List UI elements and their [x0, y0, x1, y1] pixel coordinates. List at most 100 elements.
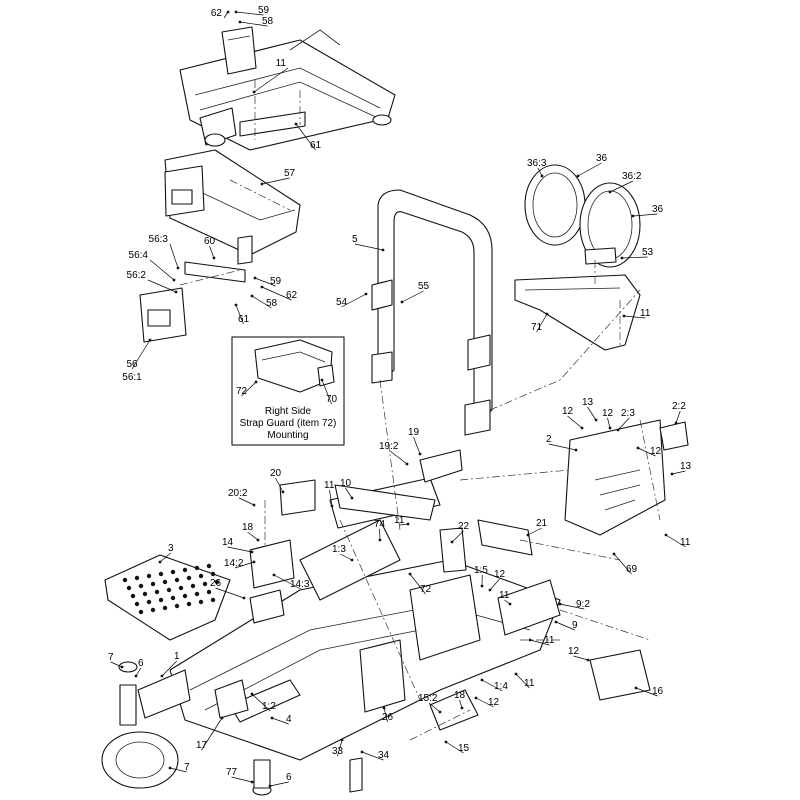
- leader-line: [231, 776, 253, 783]
- leader-tip: [622, 314, 626, 318]
- leader-line: [235, 11, 264, 16]
- leader-tip: [256, 538, 260, 542]
- callout-label: 62: [211, 8, 223, 19]
- leader-line: [675, 410, 681, 424]
- perforation: [122, 577, 128, 583]
- leader-tip: [408, 572, 412, 576]
- leader-line: [475, 697, 494, 708]
- leader-tip: [406, 522, 410, 526]
- leader-tip: [148, 338, 152, 342]
- perforation: [170, 569, 176, 575]
- leader-tip: [340, 738, 344, 742]
- leader-tip: [238, 20, 242, 24]
- callout-label: 15: [458, 743, 470, 754]
- leader-tip: [160, 674, 164, 678]
- callout-label: 7: [108, 652, 114, 663]
- leader-tip: [168, 766, 172, 770]
- callout-label: 11: [544, 635, 555, 646]
- perforation: [166, 587, 172, 593]
- callout-label: 9:2: [576, 599, 590, 610]
- callout-label: 59: [270, 276, 282, 287]
- callout-label: 11: [394, 515, 405, 526]
- callout-label: 14:2: [224, 558, 244, 569]
- callout-label: 15:2: [418, 693, 438, 704]
- callout-label: 72: [420, 584, 432, 595]
- callout-label: 12: [650, 446, 662, 457]
- callout-label: 7: [184, 762, 190, 773]
- callout-label: 21: [536, 518, 548, 529]
- callout-label: 6: [138, 658, 144, 669]
- leader-tip: [220, 716, 224, 720]
- assembly-centerlines: [179, 80, 661, 741]
- leader-line: [110, 661, 123, 668]
- leader-tip: [528, 638, 532, 642]
- inset-caption-line2: Strap Guard (item 72): [239, 418, 337, 429]
- perforation: [138, 583, 144, 589]
- perforation: [134, 601, 140, 607]
- leader-line: [587, 406, 597, 421]
- leader-line: [515, 673, 530, 689]
- callout-label: 14: [222, 537, 234, 548]
- leader-tip: [558, 602, 562, 606]
- perforation: [210, 597, 216, 603]
- callout-label: 56:3: [149, 234, 169, 245]
- leader-line: [613, 553, 632, 575]
- callout-label: 61: [238, 314, 250, 325]
- leader-tip: [212, 256, 216, 260]
- callout-label: 26: [210, 578, 222, 589]
- callout-label: 11: [680, 537, 691, 548]
- perforation: [150, 607, 156, 613]
- leader-line: [555, 621, 575, 631]
- leader-tip: [460, 706, 464, 710]
- leader-tip: [474, 696, 478, 700]
- leader-tip: [664, 533, 668, 537]
- inset-caption-line1: Right Side: [264, 406, 312, 417]
- leader-tip: [594, 418, 598, 422]
- perforation: [194, 565, 200, 571]
- leader-tip: [540, 174, 544, 178]
- callout-label: 19: [408, 427, 420, 438]
- leader-line: [161, 660, 177, 677]
- leader-line: [451, 530, 464, 543]
- leader-line: [169, 767, 187, 773]
- leader-tip: [250, 294, 254, 298]
- callout-label: 11: [524, 678, 535, 689]
- leader-line: [489, 578, 500, 591]
- side-guards: [279, 449, 651, 793]
- leader-line: [609, 180, 634, 193]
- callout-label: 33: [332, 746, 344, 757]
- perforation: [146, 599, 152, 605]
- perforation: [170, 595, 176, 601]
- perforation: [206, 563, 212, 569]
- callout-label: 1:2: [262, 701, 276, 712]
- leader-line: [247, 531, 259, 541]
- perforation: [214, 579, 220, 585]
- callout-label: 18: [454, 690, 466, 701]
- leader-line: [428, 702, 441, 713]
- callout-label: 1:3: [332, 544, 346, 555]
- leader-tip: [250, 780, 254, 784]
- perforation: [138, 609, 144, 615]
- callout-label: 58: [262, 16, 274, 27]
- leader-line: [135, 667, 142, 677]
- leader-tip: [250, 692, 254, 696]
- callout-label: 61: [310, 140, 322, 151]
- callout-label: 1:4: [494, 681, 508, 692]
- leader-tip: [252, 560, 256, 564]
- leader-tip: [174, 290, 178, 294]
- perforation: [158, 597, 164, 603]
- leader-line: [215, 587, 245, 599]
- callout-label: 20: [270, 468, 282, 479]
- leader-tip: [350, 558, 354, 562]
- leader-tip: [554, 620, 558, 624]
- roll-bar: [371, 189, 493, 436]
- leader-line: [321, 379, 332, 405]
- perforation: [186, 601, 192, 607]
- leader-tip: [320, 378, 324, 382]
- callout-label: 11: [324, 480, 335, 491]
- callout-label: 2: [546, 434, 552, 445]
- leader-tip: [636, 446, 640, 450]
- callout-label: 77: [226, 767, 238, 778]
